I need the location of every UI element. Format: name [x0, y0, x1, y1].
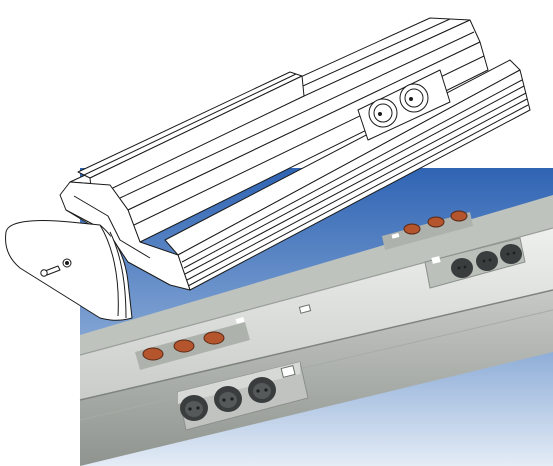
socket-outlet-drawing: [399, 83, 429, 113]
socket-outlet: [173, 339, 195, 353]
upper-channel-drawing: [77, 71, 305, 199]
socket-outlet: [203, 331, 225, 345]
socket-outlet: [214, 386, 242, 412]
switch: [298, 304, 312, 314]
socket-outlet: [476, 251, 498, 271]
end-cap-drawing: [5, 219, 133, 321]
socket-outlet: [403, 223, 421, 235]
socket-outlet: [142, 347, 164, 361]
socket-outlet-drawing: [368, 98, 398, 128]
socket-cover-drawing: [164, 59, 531, 291]
screw-icon: [40, 258, 72, 277]
socket-outlet: [427, 216, 445, 228]
socket-panel-front: [177, 361, 309, 431]
socket-outlet: [248, 377, 276, 403]
socket-outlet: [451, 258, 473, 278]
exploded-line-drawing: [5, 17, 531, 321]
socket-row-orange-right: [382, 210, 473, 250]
switch: [280, 365, 296, 378]
rail-profile-drawing: [59, 181, 191, 291]
socket-panel-right: [424, 237, 526, 289]
socket-row-orange-left: [135, 317, 250, 370]
socket-outlet: [180, 395, 208, 421]
socket-outlet: [450, 210, 468, 222]
socket-outlet: [500, 244, 522, 264]
